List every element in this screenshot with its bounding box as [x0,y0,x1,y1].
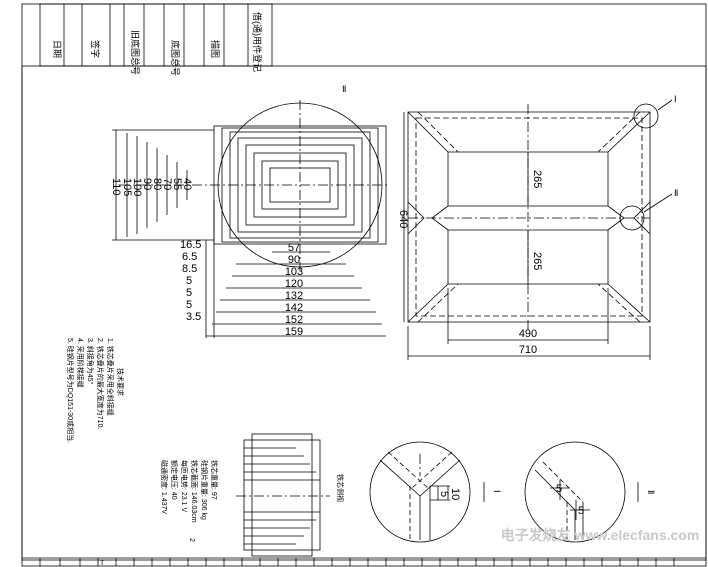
ldim-8-5: 8.5 [182,263,197,275]
spec-6: 磁通密度: 1.437V [160,460,169,514]
tech-item-1: 1. 铁芯叠片采用全斜接缝 [106,338,115,416]
hdim-152: 152 [285,314,303,326]
hdim-120: 120 [285,278,303,290]
hdim-103: 103 [285,266,303,278]
detail2-label: Ⅱ [646,490,656,494]
detail2-dim-5-a: 5 [556,483,562,495]
vdim-40: 40 [181,178,193,190]
hdim-159: 159 [285,326,303,338]
vdim-105: 105 [121,178,133,196]
tech-item-2: 2. 铁芯叠片的最大宽度为710. [96,338,105,429]
side-view-label: 铁芯侧视 [336,474,345,502]
sheet-border [21,3,707,567]
hdim-90: 90 [288,254,300,266]
frame-overall-width: 710 [519,344,537,356]
bottom-mark: T [100,560,105,567]
tech-requirements: 技术要求 1. 铁芯叠片采用全斜接缝 2. 铁芯叠片的最大宽度为710. 3. … [66,338,125,443]
title-cell-old-drawing-no: 旧底图总号 [130,30,141,75]
frame-window-height-2: 265 [531,252,543,270]
detail1-dim-10: 10 [449,488,461,500]
ldim-5-c: 5 [186,299,192,311]
drawing-frame [21,65,707,561]
watermark: 电子发烧友 www.elecfans.com [501,527,700,543]
core-frame: 265 265 640 490 710 Ⅰ Ⅱ [397,94,678,360]
side-view-mark: 2 [188,538,195,542]
detail2-dim-5-b: 5 [578,505,584,517]
spec-5: 额定电压: 40 [170,460,179,500]
tech-item-4: 4. 采用阶梯接缝 [76,338,85,388]
title-cell-sign: 签字 [90,40,101,58]
ldim-5-a: 5 [186,275,192,287]
tech-heading: 技术要求 [116,368,125,396]
bottom-strip: T [22,557,706,567]
spec-2: 硅钢片重量: 306 kg [200,460,209,520]
detail1-dim-5: 5 [438,491,450,497]
callout-lower: Ⅱ [674,188,678,198]
ldim-3-5: 3.5 [186,311,201,323]
specs-list: 铁芯重量: 97 硅钢片重量: 306 kg 铁芯截面: 146.03cm 每匝… [160,460,219,523]
spec-4: 每匝电势: 23.1 V [180,460,189,512]
side-view: 铁芯侧视 2 [188,433,345,557]
vdim-80: 80 [151,178,163,190]
ldim-16-5: 16.5 [180,239,201,251]
callout-upper: Ⅰ [674,94,677,104]
title-cell-registration: 借(通)用件登记 [252,12,263,72]
tech-item-5: 5. 硅钢片型号为DQ151-30或相当. [66,338,75,443]
detail1-label: Ⅰ [492,490,502,493]
detail-view-2: 5 5 Ⅱ [524,441,656,543]
vdim-90: 90 [141,178,153,190]
tech-item-3: 3. 斜接角为45° [86,338,95,385]
title-cell-trace: 描图 [210,40,221,58]
detail-view-1: 10 5 Ⅰ [369,441,502,543]
spec-3: 铁芯截面: 146.03cm [190,460,199,523]
frame-window-height-1: 265 [531,170,543,188]
vdim-100: 100 [131,178,143,196]
view-label: Ⅱ [342,84,346,94]
core-cross-section: 110 105 100 90 80 70 55 40 57 90 103 120… [110,100,390,338]
ldim-5-b: 5 [186,287,192,299]
title-cell-date: 日期 [52,40,62,58]
hdim-142: 142 [285,302,303,314]
vdim-110: 110 [110,178,122,196]
ldim-6-5: 6.5 [182,251,197,263]
hdim-57: 57 [288,242,300,254]
vdim-55: 55 [171,178,183,190]
frame-height: 640 [397,210,409,228]
spec-1: 铁芯重量: 97 [210,460,219,500]
vdim-70: 70 [161,178,173,190]
frame-window-width: 490 [519,328,537,340]
hdim-132: 132 [285,290,303,302]
title-block: 日期 签字 旧底图总号 底图总号 借(通)用件登记 描图 [39,3,273,76]
title-cell-drawing-no: 底图总号 [170,40,181,76]
